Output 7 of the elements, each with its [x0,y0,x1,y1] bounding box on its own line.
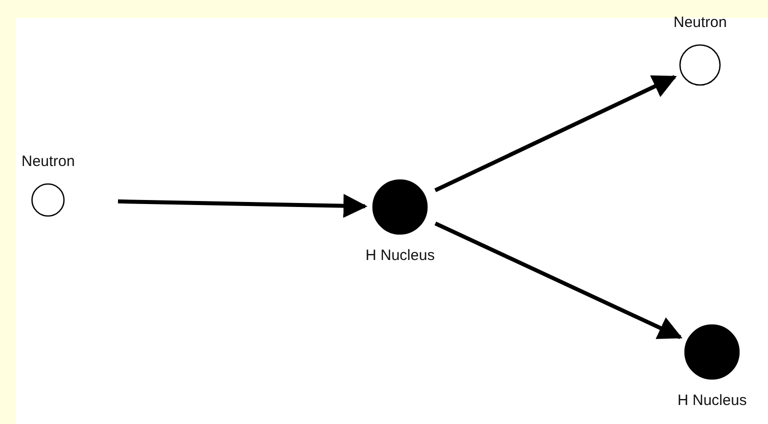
particle-label: Neutron [22,153,75,171]
particle-label: Neutron [674,14,727,32]
particle-label: H Nucleus [366,247,435,265]
arrow [434,222,682,340]
particle-label: H Nucleus [678,392,747,410]
arrow [434,75,677,192]
arrow [118,194,368,218]
